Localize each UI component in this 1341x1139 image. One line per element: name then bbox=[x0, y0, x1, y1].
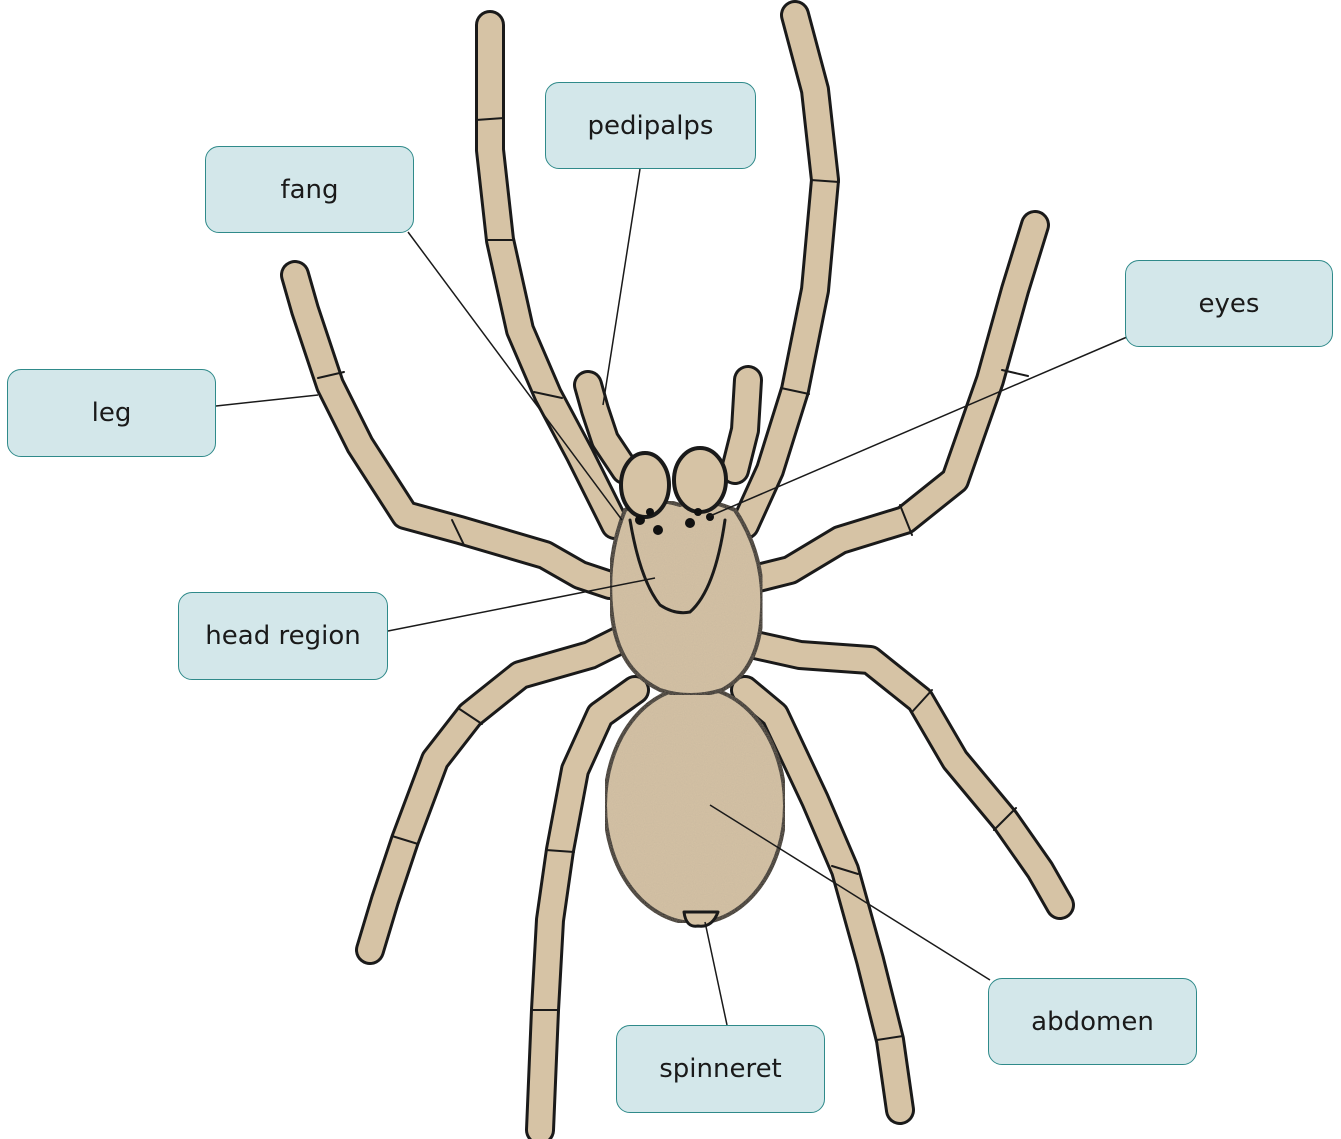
spinneret-leader bbox=[705, 922, 727, 1025]
spinneret-shape bbox=[684, 912, 718, 926]
right-chelicera bbox=[674, 448, 726, 512]
label-leg: leg bbox=[7, 369, 216, 457]
leg-leader bbox=[216, 395, 318, 406]
label-fang: fang bbox=[205, 146, 414, 233]
label-head-region: head region bbox=[178, 592, 388, 680]
label-abdomen: abdomen bbox=[988, 978, 1197, 1065]
pedipalps-leader bbox=[603, 169, 640, 405]
label-pedipalps: pedipalps bbox=[545, 82, 756, 169]
left-chelicera bbox=[621, 453, 669, 517]
label-eyes: eyes bbox=[1125, 260, 1333, 347]
label-spinneret: spinneret bbox=[616, 1025, 825, 1113]
abdomen-shape bbox=[605, 687, 785, 923]
